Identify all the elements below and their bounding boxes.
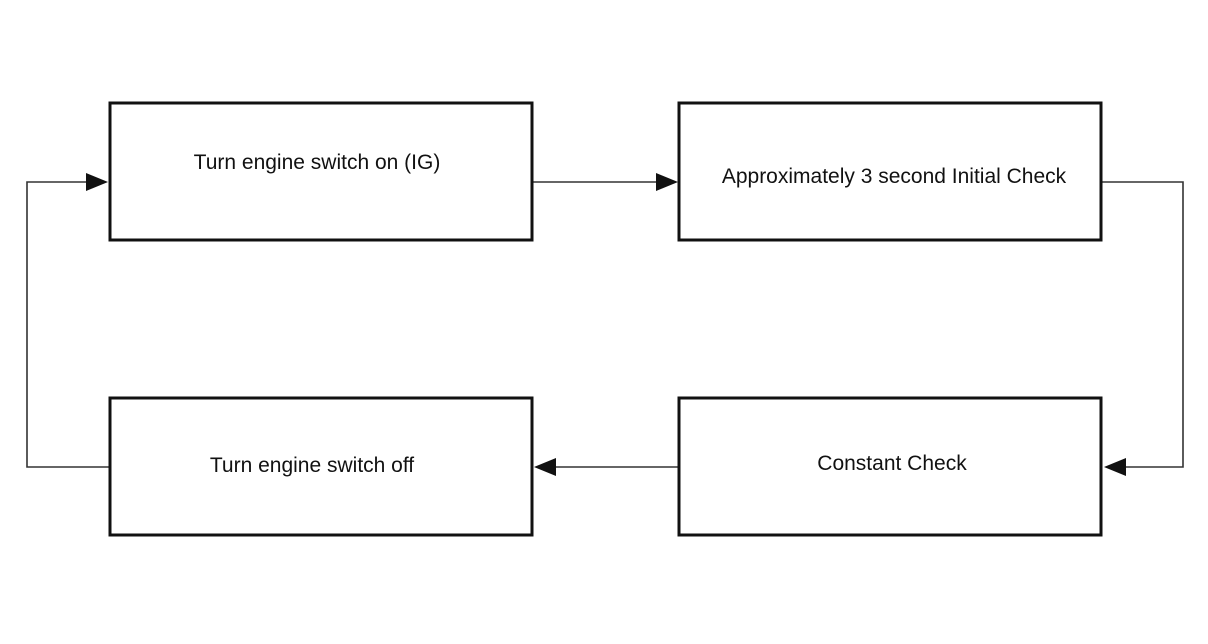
node-initial-check-label: Approximately 3 second Initial Check bbox=[722, 165, 1067, 188]
node-constant-check: Constant Check bbox=[677, 396, 1103, 537]
node-engine-off: Turn engine switch off bbox=[108, 396, 534, 537]
node-engine-off-label: Turn engine switch off bbox=[210, 454, 414, 477]
node-constant-check-label: Constant Check bbox=[817, 452, 967, 475]
arrowhead-constant-check bbox=[1104, 458, 1126, 476]
node-engine-on-label: Turn engine switch on (IG) bbox=[194, 151, 441, 174]
edge-initial-check-to-constant-check bbox=[1102, 181, 1184, 468]
arrowhead-engine-on bbox=[86, 173, 108, 191]
arrowhead-engine-off bbox=[534, 458, 556, 476]
node-initial-check: Approximately 3 second Initial Check bbox=[677, 101, 1103, 242]
arrowhead-initial-check bbox=[656, 173, 678, 191]
connectors bbox=[26, 173, 1184, 476]
edge-engine-off-to-engine-on bbox=[26, 181, 110, 468]
node-engine-on: Turn engine switch on (IG) bbox=[108, 101, 534, 242]
